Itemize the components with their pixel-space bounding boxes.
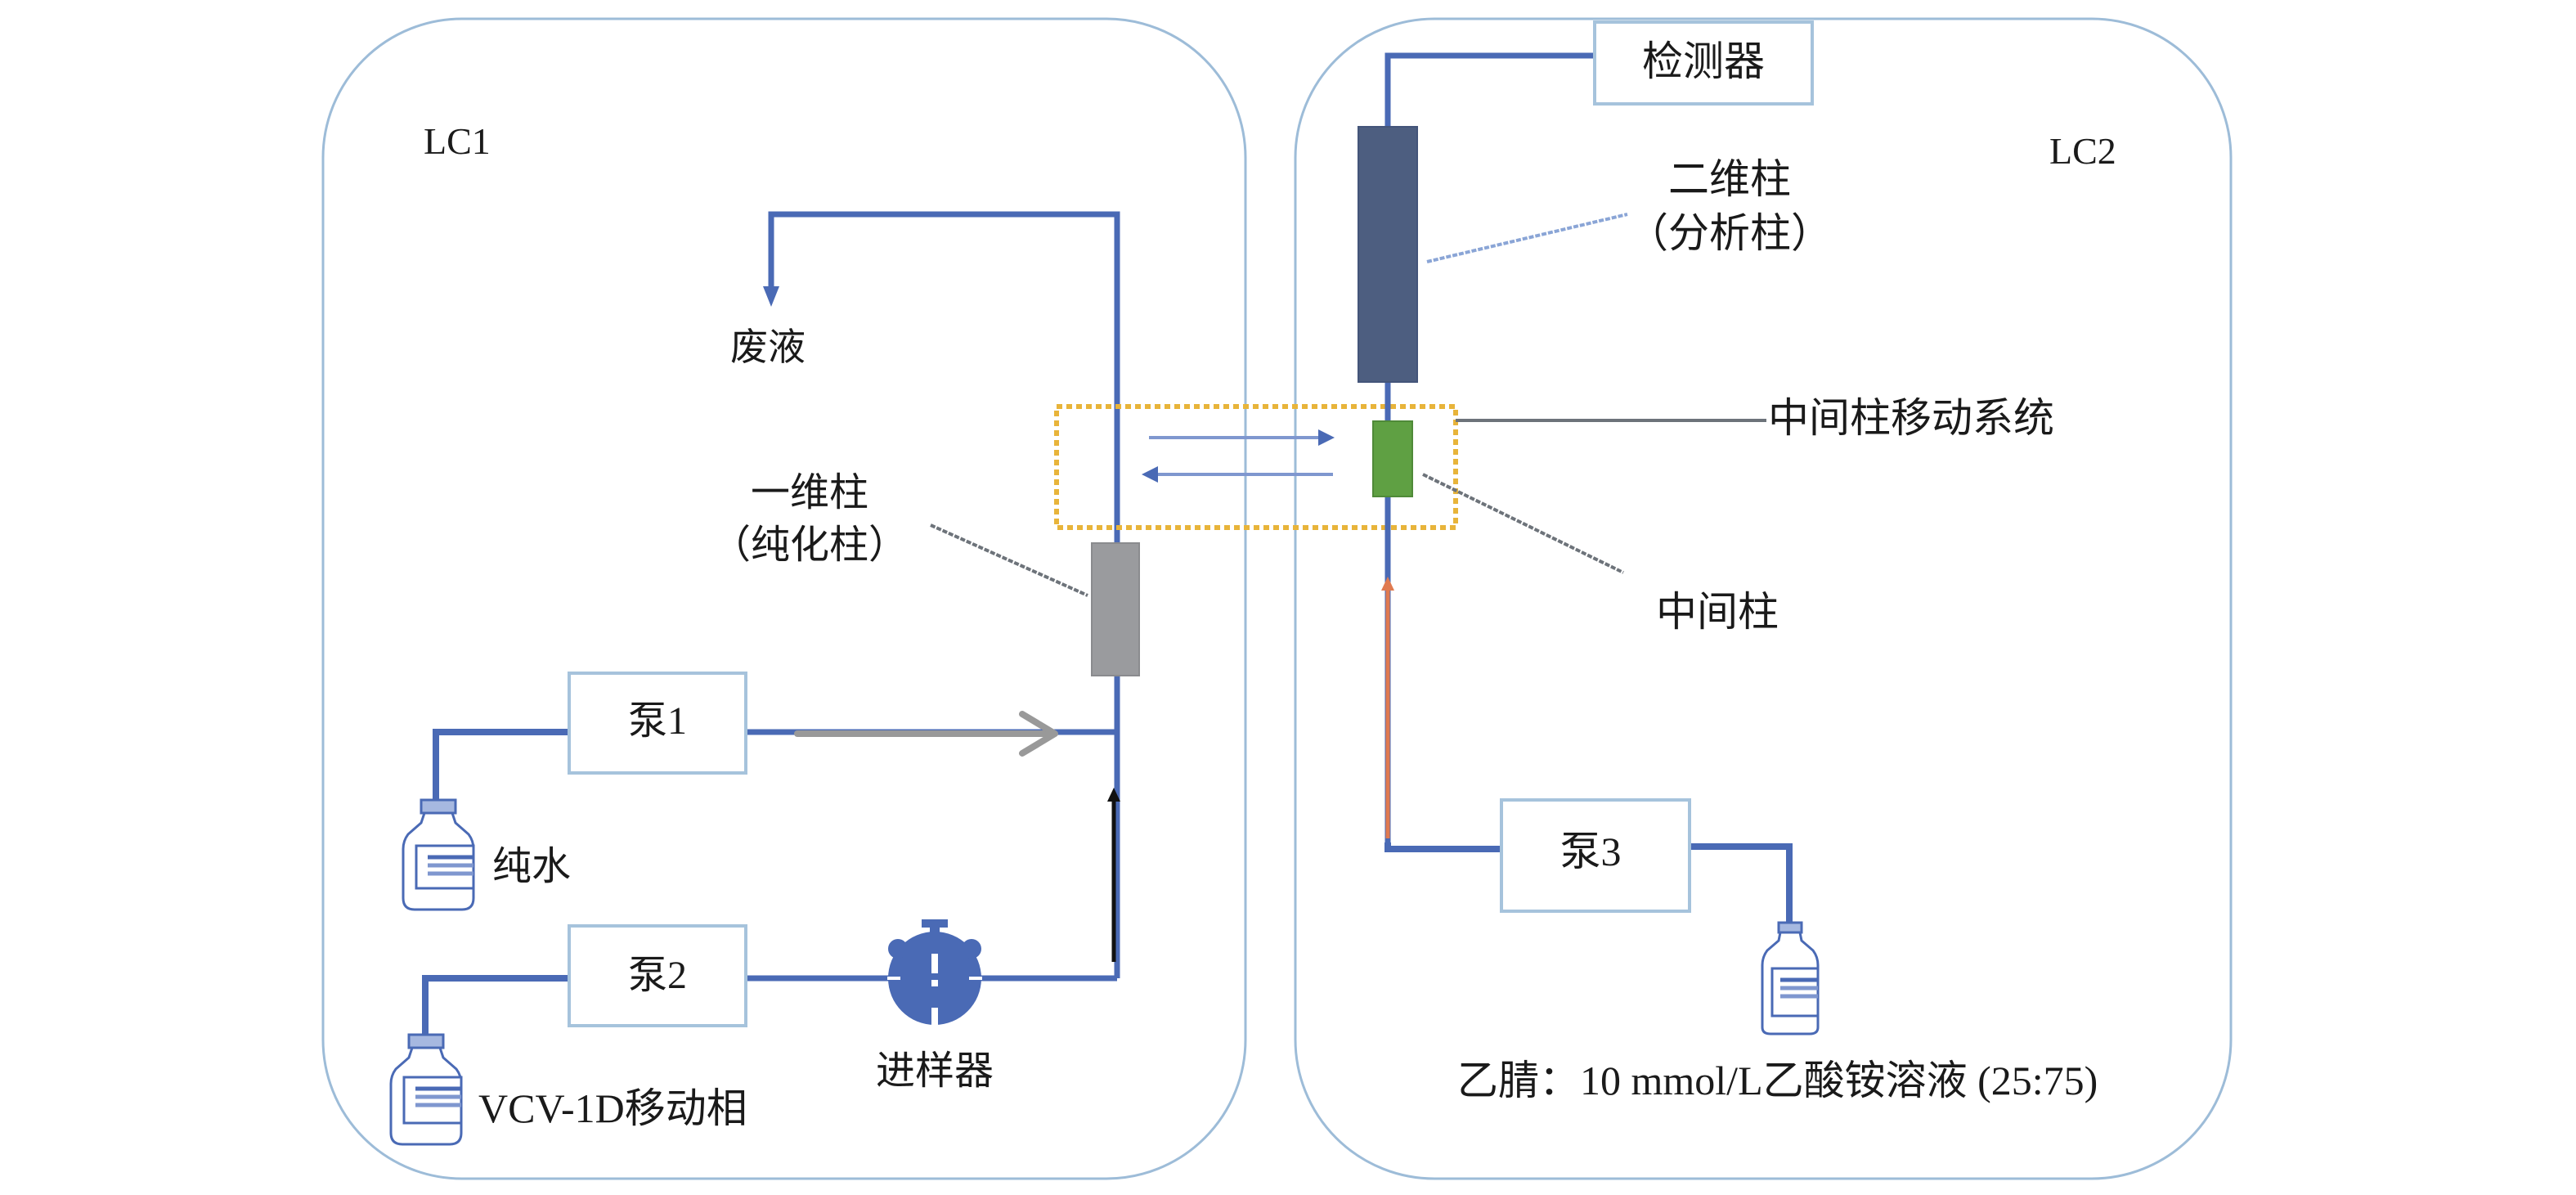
trap-column-label: 中间柱: [1656, 589, 1779, 635]
water-to-pump1-pipe: [433, 729, 568, 802]
column-2d-label-line1: 二维柱: [1668, 156, 1791, 202]
mobile-phase-2d-label: 乙腈：10 mmol/L乙酸铵溶液 (25:75): [1457, 1058, 2098, 1103]
column-1d-leader-line: [930, 523, 1088, 597]
injector-icon[interactable]: [887, 919, 982, 1027]
pump3-label: 泵3: [1560, 829, 1622, 874]
lc2-panel: [1294, 17, 2233, 1180]
pump2-label: 泵2: [628, 954, 687, 997]
waste-label: 废液: [730, 326, 806, 368]
detector-label: 检测器: [1642, 38, 1765, 84]
detector-box[interactable]: [1593, 20, 1814, 106]
column-2d[interactable]: [1358, 126, 1418, 383]
transfer-system-label: 中间柱移动系统: [1768, 395, 2054, 441]
column-1d-label-line1: 一维柱: [751, 471, 868, 514]
transfer-system-box[interactable]: [1054, 404, 1458, 530]
column-2d-leader-line: [1426, 213, 1628, 263]
pump1-box[interactable]: [568, 672, 747, 775]
trap-column[interactable]: [1372, 420, 1413, 497]
bottle-to-pump3-pipe: [1689, 843, 1793, 924]
lc1-panel: [321, 17, 1247, 1180]
waste-arrow-icon: [763, 286, 779, 307]
pump3-box[interactable]: [1500, 798, 1691, 913]
pump1-flow-arrowhead-icon: [1019, 711, 1058, 757]
pump2-box[interactable]: [568, 924, 747, 1027]
injector-flow-arrowhead-icon: [1107, 788, 1120, 802]
pump1-label: 泵1: [628, 699, 687, 743]
lc1-title: LC1: [424, 120, 491, 162]
lc2-main-pipe: [1384, 52, 1595, 849]
column-2d-label-line2: （分析柱）: [1627, 210, 1832, 256]
waste-pipe: [768, 211, 1120, 978]
mobile-phase-to-pump2-pipe: [422, 975, 568, 1047]
trap-column-leader-line: [1422, 473, 1624, 574]
mobile-phase-1d-bottle-icon: [389, 1033, 463, 1146]
transfer-arrow-right-head-icon: [1318, 429, 1335, 446]
water-bottle-icon: [402, 798, 475, 911]
lc2-title: LC2: [2049, 130, 2116, 172]
pump3-flow-arrowhead-icon: [1381, 577, 1394, 591]
water-label: 纯水: [492, 845, 571, 888]
transfer-arrow-left-head-icon: [1142, 466, 1158, 483]
column-1d[interactable]: [1091, 542, 1140, 676]
mobile-phase-1d-label: VCV-1D移动相: [478, 1085, 747, 1131]
column-1d-label-line2: （纯化柱）: [711, 523, 908, 567]
mobile-phase-2d-bottle-icon: [1761, 921, 1820, 1036]
pump3-to-column-pipe: [1384, 842, 1500, 852]
injector-label: 进样器: [876, 1049, 994, 1093]
